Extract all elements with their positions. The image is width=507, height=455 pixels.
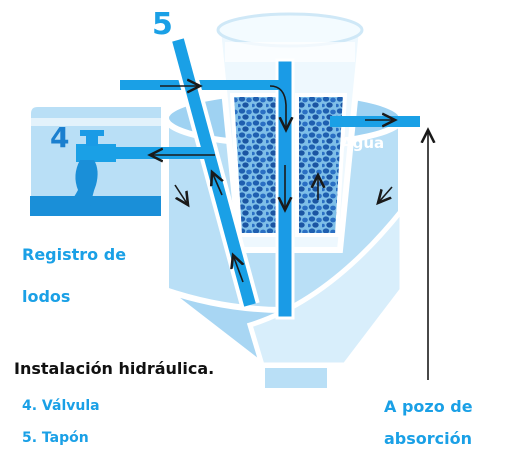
flow-arrows — [150, 86, 428, 380]
label-sludge-register-1: Registro de — [22, 245, 127, 264]
right-media-bed — [295, 93, 348, 237]
label-plug-number: 5 — [152, 7, 173, 42]
label-absorption-well-1: A pozo de — [384, 397, 473, 416]
label-sludge-register-2: lodos — [22, 287, 71, 306]
legend-title: Instalación hidráulica. — [14, 359, 215, 378]
left-media-bed — [229, 93, 284, 237]
label-valve-number: 4 — [50, 121, 70, 154]
legend-item-valve: 4. Válvula — [22, 398, 100, 414]
legend-item-plug: 5. Tapón — [22, 430, 89, 446]
label-absorption-well-2: absorción — [384, 429, 473, 448]
label-water: Agua — [341, 134, 385, 152]
outlet-pipe — [330, 116, 420, 127]
filter-column — [214, 12, 366, 320]
